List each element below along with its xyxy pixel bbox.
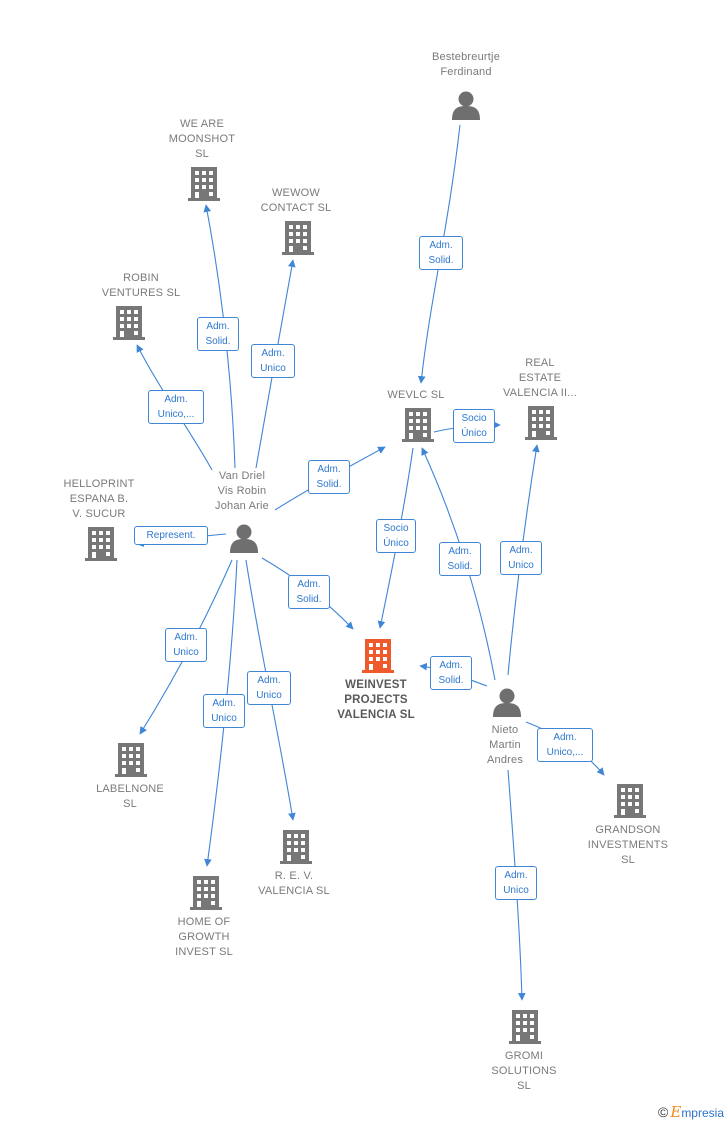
edge-label[interactable]: Represent.	[134, 525, 208, 545]
building-icon[interactable]	[113, 306, 145, 340]
brand-name: mpresia	[681, 1106, 724, 1120]
building-icon-main[interactable]	[362, 639, 394, 673]
nodes-layer	[85, 91, 646, 1044]
edge-label[interactable]: Adm. Unico	[251, 344, 295, 378]
copyright-symbol: ©	[658, 1104, 669, 1120]
building-icon[interactable]	[525, 406, 557, 440]
brand-footer[interactable]: ©Empresia	[658, 1103, 724, 1121]
node-label-wevlc[interactable]: WEVLC SL	[387, 389, 445, 401]
edge-label[interactable]: Adm. Unico	[203, 694, 245, 728]
node-label-robin[interactable]: ROBIN VENTURES SL	[101, 272, 181, 299]
building-icon[interactable]	[282, 221, 314, 255]
node-label-vandriel[interactable]: Van Driel Vis Robin Johan Arie	[215, 470, 269, 512]
edge-label[interactable]: Adm. Solid.	[288, 575, 330, 609]
edge-label[interactable]: Adm. Unico	[495, 866, 537, 900]
node-label-wewow[interactable]: WEWOW CONTACT SL	[260, 187, 332, 214]
edge-label[interactable]: Socio Único	[453, 409, 495, 443]
edge-label[interactable]: Adm. Solid.	[430, 656, 472, 690]
edge-label[interactable]: Adm. Solid.	[197, 317, 239, 351]
edge-label[interactable]: Adm. Unico,...	[148, 390, 204, 424]
node-label-labelnone[interactable]: LABELNONE SL	[96, 783, 164, 810]
node-label-nieto[interactable]: Nieto Martin Andres	[486, 724, 524, 766]
node-label-rev[interactable]: R. E. V. VALENCIA SL	[258, 870, 330, 897]
building-icon[interactable]	[115, 743, 147, 777]
node-label-wearemoonshot[interactable]: WE ARE MOONSHOT SL	[168, 118, 236, 160]
person-icon[interactable]	[452, 91, 480, 121]
edge-label[interactable]: Adm. Unico,...	[537, 728, 593, 762]
person-icon[interactable]	[493, 688, 521, 718]
building-icon[interactable]	[280, 830, 312, 864]
building-icon[interactable]	[85, 527, 117, 561]
edge-label[interactable]: Socio Único	[376, 519, 416, 553]
node-label-gromi[interactable]: GROMI SOLUTIONS SL	[491, 1050, 557, 1092]
node-label-bestebreurtje[interactable]: Bestebreurtje Ferdinand	[431, 51, 501, 78]
node-label-realestate[interactable]: REAL ESTATE VALENCIA II...	[502, 357, 578, 399]
edge-label[interactable]: Adm. Solid.	[439, 542, 481, 576]
building-icon[interactable]	[614, 784, 646, 818]
edge-label[interactable]: Adm. Solid.	[419, 236, 463, 270]
node-label-grandson[interactable]: GRANDSON INVESTMENTS SL	[587, 824, 669, 866]
building-icon[interactable]	[402, 408, 434, 442]
building-icon[interactable]	[509, 1010, 541, 1044]
building-icon[interactable]	[190, 876, 222, 910]
edge-label[interactable]: Adm. Unico	[165, 628, 207, 662]
edge-label[interactable]: Adm. Unico	[500, 541, 542, 575]
edge-label[interactable]: Adm. Unico	[247, 671, 291, 705]
building-icon[interactable]	[188, 167, 220, 201]
person-icon[interactable]	[230, 524, 258, 554]
brand-logo-e: E	[670, 1103, 682, 1121]
node-label-weinvest[interactable]: WEINVEST PROJECTS VALENCIA SL	[337, 679, 415, 721]
node-label-homeofgrowth[interactable]: HOME OF GROWTH INVEST SL	[175, 916, 233, 958]
node-label-helloprint[interactable]: HELLOPRINT ESPANA B. V. SUCUR	[63, 478, 135, 520]
edge-label[interactable]: Adm. Solid.	[308, 460, 350, 494]
